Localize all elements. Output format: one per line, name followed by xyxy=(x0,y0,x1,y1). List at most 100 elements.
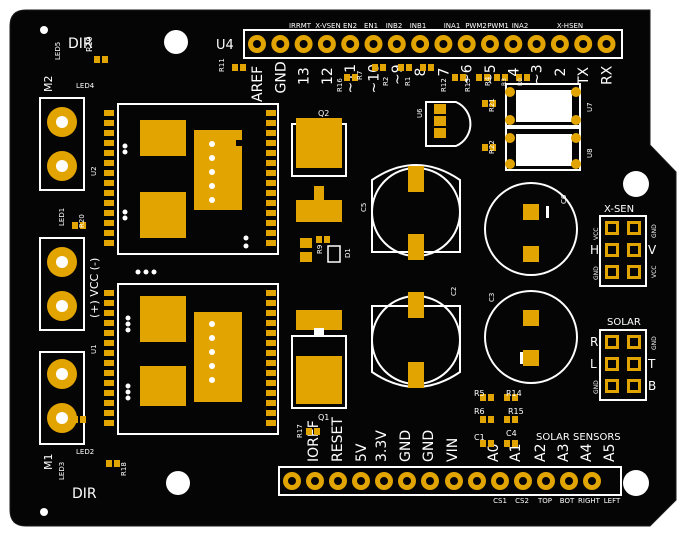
driver-pad xyxy=(104,170,114,176)
smd-pad xyxy=(324,236,330,243)
refdes-label: R13 xyxy=(464,78,472,92)
connector-pin-hole xyxy=(608,268,616,276)
connector-solar xyxy=(599,329,647,401)
header-top-frame xyxy=(243,29,623,59)
refdes-label: D1 xyxy=(344,248,352,258)
refdes-label: R7 xyxy=(356,71,364,80)
header-top-pin-label: 7 xyxy=(436,68,452,77)
smd-pad xyxy=(428,64,434,71)
refdes-label: R1 xyxy=(404,77,412,86)
header-bottom-small-label: CS2 xyxy=(515,497,529,505)
header-bottom-pin-hole xyxy=(542,477,550,485)
smd-pad xyxy=(504,416,510,423)
refdes-label: U8 xyxy=(586,148,594,158)
smd-pad xyxy=(106,460,112,467)
header-bottom-frame xyxy=(278,466,622,496)
smd-pad xyxy=(488,394,494,401)
connector-pin-hole xyxy=(608,246,616,254)
refdes-label: R16 xyxy=(336,78,344,92)
header-top-pin-label: AREF xyxy=(250,66,266,102)
header-bottom-pin-label: RESET xyxy=(330,417,346,462)
smd-pad xyxy=(460,74,466,81)
smd-pad xyxy=(490,100,496,107)
header-bottom-pin-label: A1 xyxy=(508,444,524,462)
header-bottom-pin-label: A5 xyxy=(602,444,618,462)
driver-pad xyxy=(266,150,276,156)
header-bottom-pin-hole xyxy=(311,477,319,485)
refdes-label: R17 xyxy=(296,424,304,438)
driver-pad xyxy=(266,330,276,336)
header-bottom-pin-hole xyxy=(588,477,596,485)
driver-pad xyxy=(266,170,276,176)
header-top-pin-label: 13 xyxy=(297,67,313,85)
smd-pad xyxy=(80,416,86,423)
header-top-pin-label: TX xyxy=(576,66,592,86)
connector-pin-hole xyxy=(630,224,638,232)
driver-pad xyxy=(266,340,276,346)
header-bottom-small-label: BOT xyxy=(560,497,575,505)
solar-left-label: L xyxy=(590,357,597,371)
refdes-label: LED1 xyxy=(58,208,66,226)
driver-pad xyxy=(266,160,276,166)
driver-pad xyxy=(104,320,114,326)
header-bottom-pin-label: GND xyxy=(421,430,437,462)
header-bottom-pin-hole xyxy=(403,477,411,485)
header-top-small-label: PWM2 xyxy=(465,22,487,30)
refdes-label: R12 xyxy=(440,78,448,92)
capacitor-c5 xyxy=(371,164,461,260)
header-top-pin-label: RX xyxy=(600,65,616,85)
smd-pad xyxy=(488,416,494,423)
driver-pad xyxy=(104,370,114,376)
driver-pad xyxy=(266,230,276,236)
refdes-label: LED2 xyxy=(76,448,94,456)
header-top-small-label: IRRMT xyxy=(289,22,312,30)
connector-xsen xyxy=(599,215,647,287)
driver-pad xyxy=(266,120,276,126)
driver-pad xyxy=(104,330,114,336)
smd-pad xyxy=(490,144,496,151)
refdes-label: R6 xyxy=(474,407,485,416)
smd-pad xyxy=(512,394,518,401)
mounting-hole-small xyxy=(40,26,48,34)
refdes-label: C6 xyxy=(560,194,568,204)
header-top-pin-hole xyxy=(322,40,331,48)
driver-pad xyxy=(104,190,114,196)
refdes-label: U1 xyxy=(90,344,98,354)
smd-pad xyxy=(420,64,426,71)
mounting-hole xyxy=(623,171,649,197)
solar-title: SOLAR xyxy=(607,317,641,328)
smd-pad xyxy=(94,56,100,63)
driver-pad xyxy=(104,220,114,226)
header-bottom-pin-label: A3 xyxy=(556,444,572,462)
header-top-pin-label: 2 xyxy=(553,68,569,77)
module-label: U4 xyxy=(216,38,234,53)
refdes-label: R19 xyxy=(85,36,94,52)
driver-pad xyxy=(104,350,114,356)
header-top-pin-hole xyxy=(532,40,541,48)
header-bottom-small-label: TOP xyxy=(537,497,552,505)
header-bottom-pins xyxy=(283,472,601,490)
refdes-label: LED4 xyxy=(76,82,95,90)
smd-pad xyxy=(232,64,238,71)
refdes-label: C1 xyxy=(474,433,485,442)
driver-pad xyxy=(104,420,114,426)
header-top-small-label: PWM1 xyxy=(487,22,509,30)
driver-side-pads xyxy=(104,110,276,426)
refdes-label: R4 xyxy=(484,76,492,86)
opto-u7 xyxy=(505,83,581,127)
driver-pad xyxy=(266,190,276,196)
smd-pad xyxy=(516,74,522,81)
refdes-label: C5 xyxy=(360,203,368,212)
driver-pad xyxy=(104,110,114,116)
header-bottom-pin-label: A4 xyxy=(579,443,595,462)
driver-pad xyxy=(266,360,276,366)
driver-pad xyxy=(266,220,276,226)
header-top-pin-hole xyxy=(369,40,378,48)
driver-pad xyxy=(104,210,114,216)
motor-driver-u2 xyxy=(117,103,279,255)
opto-u8 xyxy=(505,127,581,171)
driver-pad xyxy=(104,400,114,406)
